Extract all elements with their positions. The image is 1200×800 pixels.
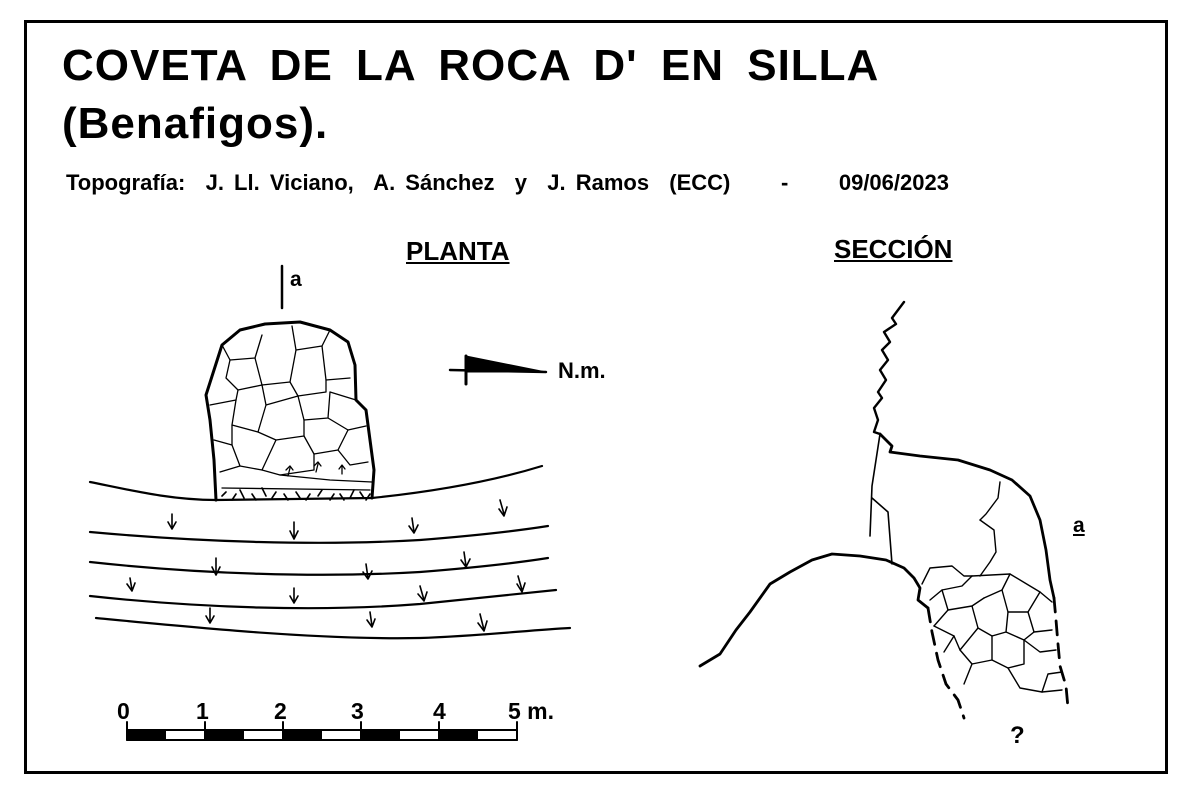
scale-tick-2: 2 (274, 698, 287, 724)
plan-heading: PLANTA (406, 236, 510, 266)
plan-view (88, 264, 572, 640)
block-pattern (209, 325, 373, 491)
entrance-slope-arrows (285, 461, 346, 477)
credits-line: Topografía: J. Ll. Viciano, A. Sánchez y… (66, 170, 949, 196)
scale-tick-5: 5 m. (508, 698, 555, 724)
cave-plan-outline (204, 320, 376, 502)
slope-contours (88, 464, 572, 640)
credits-authors: Topografía: J. Ll. Viciano, A. Sánchez y… (66, 170, 731, 195)
ground-line (88, 464, 544, 502)
section-view (698, 300, 1070, 720)
cave-section-roof (878, 432, 1056, 600)
unknown-continuation-mark: ? (1010, 722, 1025, 749)
credits-date: 09/06/2023 (838, 170, 949, 195)
map-title: COVETA DE LA ROCA D' EN SILLA (62, 41, 880, 90)
north-arrow-icon (448, 354, 548, 386)
section-cracks (979, 481, 1001, 577)
scale-tick-4: 4 (433, 698, 446, 724)
map-frame (24, 20, 1168, 774)
section-marker-label: a (1073, 514, 1085, 537)
uncertain-walls (926, 596, 1070, 720)
scale-tick-1: 1 (196, 698, 209, 724)
scale-bar (126, 721, 518, 741)
section-heading: SECCIÓN (834, 234, 953, 264)
entrance-debris (221, 487, 371, 501)
scale-tick-0: 0 (117, 698, 130, 724)
scale-tick-3: 3 (351, 698, 364, 724)
map-subtitle: (Benafigos). (62, 99, 329, 148)
credits-separator: - (780, 170, 789, 195)
plan-section-marker-label: a (290, 268, 302, 291)
slope-arrows (126, 499, 526, 632)
cave-section-floor (698, 552, 930, 668)
section-block-pattern (921, 565, 1063, 693)
rock-fissure (872, 300, 906, 436)
north-label: N.m. (558, 358, 606, 383)
